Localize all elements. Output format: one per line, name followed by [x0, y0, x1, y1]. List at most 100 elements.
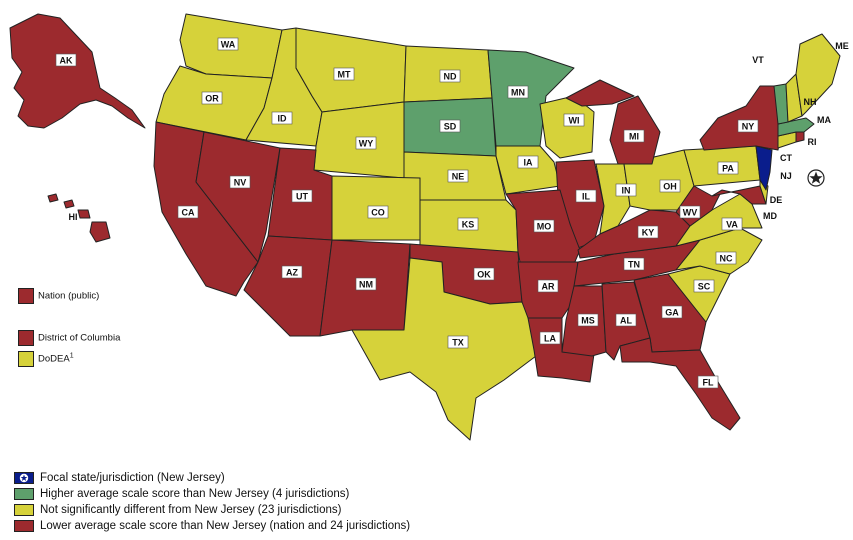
svg-text:SD: SD — [444, 122, 457, 132]
state-RI[interactable] — [795, 131, 805, 143]
legend-nation-label: Nation (public) — [38, 290, 100, 302]
legend-dc: District of Columbia — [18, 330, 120, 346]
svg-text:KY: KY — [642, 228, 655, 238]
state-NJ[interactable] — [755, 145, 773, 191]
state-label-ma: MA — [817, 115, 831, 125]
svg-text:GA: GA — [665, 308, 679, 318]
legend-row-focal: Focal state/jurisdiction (New Jersey) — [14, 470, 410, 486]
svg-text:NC: NC — [720, 254, 733, 264]
state-label-ut: UT — [291, 189, 313, 203]
svg-text:WI: WI — [569, 116, 580, 126]
svg-text:IN: IN — [622, 186, 631, 196]
svg-text:AZ: AZ — [286, 268, 298, 278]
state-label-co: CO — [367, 205, 389, 219]
state-label-hi: HI — [69, 212, 78, 222]
state-label-mi: MI — [623, 129, 645, 143]
svg-text:TX: TX — [452, 338, 464, 348]
legend-not-different-swatch — [14, 504, 34, 516]
svg-text:TN: TN — [628, 260, 640, 270]
focal-star-icon — [807, 169, 825, 187]
state-label-nd: ND — [439, 69, 461, 83]
state-label-mt: MT — [333, 67, 355, 81]
legend-dodea: DoDEA1 — [18, 351, 74, 367]
state-label-ky: KY — [637, 225, 659, 239]
state-label-ct: CT — [780, 153, 792, 163]
state-label-wy: WY — [355, 136, 377, 150]
state-MI[interactable] — [565, 79, 661, 165]
state-NV[interactable] — [195, 131, 281, 263]
legend-row-not-different: Not significantly different from New Jer… — [14, 502, 410, 518]
state-label-ga: GA — [661, 305, 683, 319]
svg-text:NE: NE — [452, 172, 465, 182]
svg-text:WA: WA — [221, 40, 236, 50]
star-icon — [19, 473, 29, 483]
state-label-or: OR — [201, 91, 223, 105]
state-label-in: IN — [615, 183, 637, 197]
state-label-mo: MO — [533, 219, 555, 233]
legend-focal-swatch — [14, 472, 34, 484]
svg-text:IA: IA — [524, 158, 534, 168]
legend-dodea-footnote: 1 — [69, 352, 74, 360]
bottom-legend: Focal state/jurisdiction (New Jersey) Hi… — [14, 470, 410, 534]
svg-text:VA: VA — [726, 220, 738, 230]
state-label-ri: RI — [808, 137, 817, 147]
state-label-ms: MS — [577, 313, 599, 327]
state-label-wv: WV — [679, 205, 701, 219]
us-map: AK HI WA OR ID MT WY ND SD MN NE CO KS IA WI IN OH PA VA NC… — [9, 13, 849, 441]
state-label-sc: SC — [693, 279, 715, 293]
legend-focal-label: Focal state/jurisdiction (New Jersey) — [40, 472, 225, 484]
state-label-la: LA — [539, 331, 561, 345]
legend-higher-swatch — [14, 488, 34, 500]
svg-text:ID: ID — [278, 114, 288, 124]
svg-text:WV: WV — [683, 208, 698, 218]
state-label-ar: AR — [537, 279, 559, 293]
svg-text:OH: OH — [663, 182, 677, 192]
svg-text:AL: AL — [620, 316, 632, 326]
state-label-pa: PA — [717, 161, 739, 175]
svg-text:SC: SC — [698, 282, 711, 292]
state-label-wi: WI — [563, 113, 585, 127]
state-HI[interactable] — [47, 193, 111, 243]
state-label-nj: NJ — [780, 171, 792, 181]
state-label-ca: CA — [177, 205, 199, 219]
state-label-de: DE — [770, 195, 783, 205]
state-label-tn: TN — [623, 257, 645, 271]
svg-text:UT: UT — [296, 192, 308, 202]
state-label-vt: VT — [752, 55, 764, 65]
legend-higher-label: Higher average scale score than New Jers… — [40, 488, 350, 500]
legend-lower-swatch — [14, 520, 34, 532]
svg-text:CA: CA — [182, 208, 195, 218]
state-label-id: ID — [271, 111, 293, 125]
svg-text:MO: MO — [537, 222, 552, 232]
state-VA[interactable] — [675, 193, 763, 247]
state-NY[interactable] — [699, 85, 783, 151]
state-label-nh: NH — [804, 97, 817, 107]
legend-dc-swatch — [18, 330, 34, 346]
state-label-mn: MN — [507, 85, 529, 99]
svg-text:IL: IL — [582, 192, 591, 202]
state-ME[interactable] — [795, 33, 841, 117]
state-AK[interactable] — [9, 13, 146, 129]
state-label-fl: FL — [697, 375, 719, 389]
legend-nation: Nation (public) — [18, 288, 99, 304]
state-IA[interactable] — [495, 145, 561, 195]
svg-text:WY: WY — [359, 139, 374, 149]
svg-text:ND: ND — [444, 72, 457, 82]
state-label-nm: NM — [355, 277, 377, 291]
state-TX[interactable] — [351, 257, 537, 441]
state-label-nv: NV — [229, 175, 251, 189]
svg-text:CO: CO — [371, 208, 385, 218]
state-label-ks: KS — [457, 217, 479, 231]
state-label-nc: NC — [715, 251, 737, 265]
state-label-me: ME — [835, 41, 849, 51]
svg-text:OK: OK — [477, 270, 491, 280]
legend-nation-swatch — [18, 288, 34, 304]
state-label-ak: AK — [55, 53, 77, 67]
legend-dodea-label: DoDEA — [38, 353, 70, 365]
svg-text:KS: KS — [462, 220, 475, 230]
state-label-sd: SD — [439, 119, 461, 133]
legend-row-lower: Lower average scale score than New Jerse… — [14, 518, 410, 534]
legend-dodea-swatch — [18, 351, 34, 367]
state-FL[interactable] — [619, 337, 741, 431]
svg-text:LA: LA — [544, 334, 556, 344]
